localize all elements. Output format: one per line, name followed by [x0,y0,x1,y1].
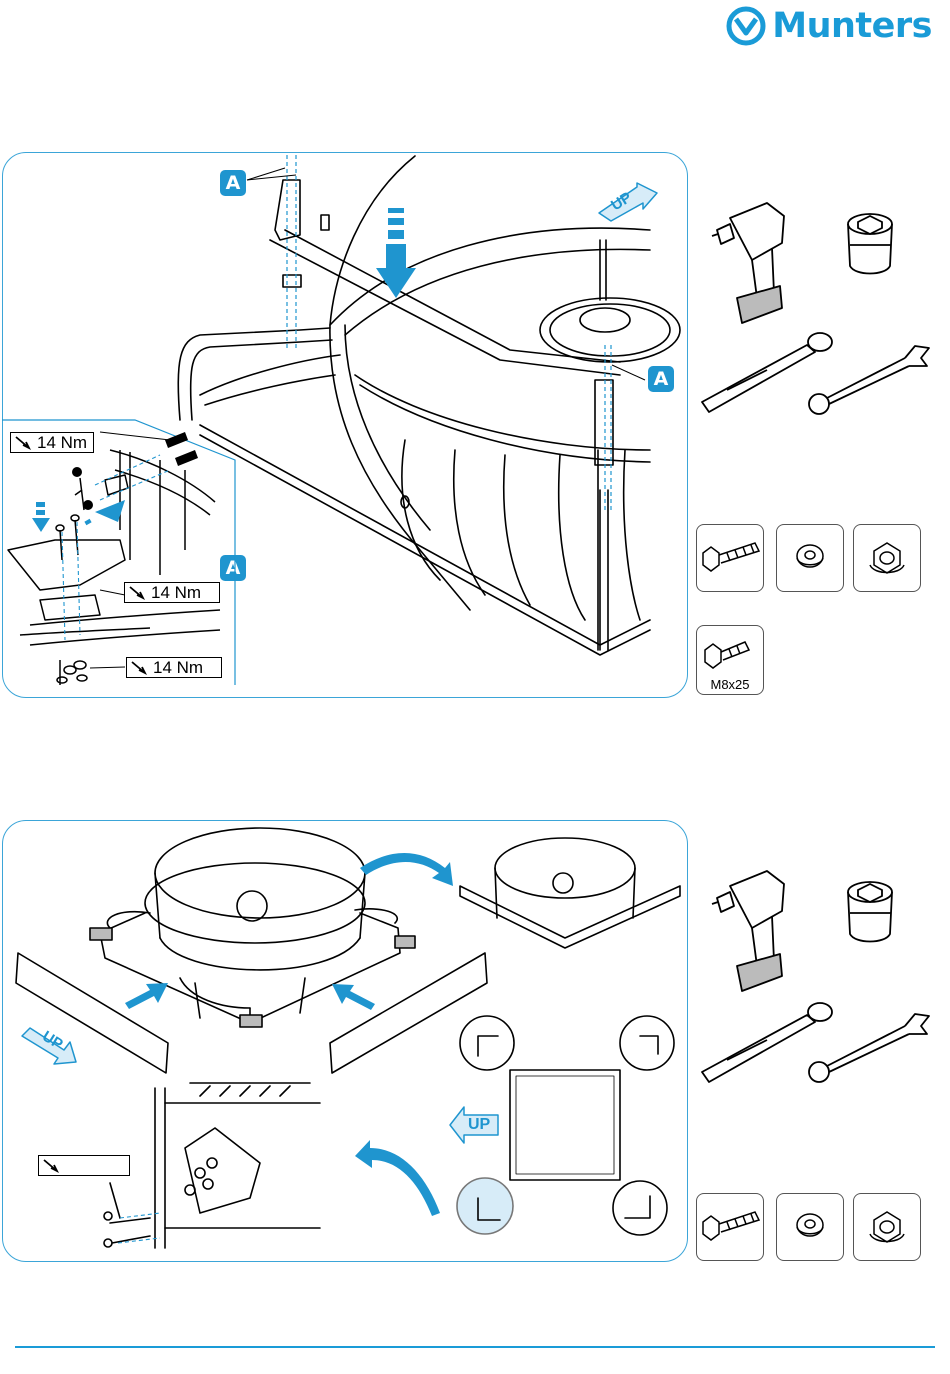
bolt-icon [697,1194,763,1260]
step2-up-label-center: UP [468,1116,490,1134]
bolt-icon [697,525,763,591]
step2-side-panel-drawing [0,818,690,1268]
bolt-size-label: M8x25 [697,677,763,692]
step1-hardware-bolt-m8x25: M8x25 [696,625,764,695]
step1-hardware-washer [776,524,844,592]
torque-label-2: 14 Nm [124,582,220,603]
torque-label-1: 14 Nm [10,432,94,453]
washer-icon [777,525,843,591]
step2-up-arrow-center: UP [448,1103,500,1152]
step2-hardware-washer [776,1193,844,1261]
step2-torque-label [38,1155,130,1176]
torque-wrench-symbol-icon [131,661,147,675]
torque-wrench-symbol-icon [43,1159,59,1173]
step2-drill-icon [712,866,792,996]
torque-label-3: 14 Nm [126,657,222,678]
step2-combination-wrench-icon [805,1008,935,1088]
callout-a-badge-hub: A [648,366,674,392]
step1-drill-icon [712,198,792,328]
step2-hardware-nut [853,1193,921,1261]
step2-up-arrow-left: UP [18,1022,80,1071]
brand-logo: Munters [726,6,932,46]
footer-divider [15,1346,935,1348]
nut-icon [854,1194,920,1260]
bolt-icon [697,626,763,678]
step2-socket-icon [840,878,900,948]
torque-value-1: 14 Nm [37,433,87,452]
torque-value-2: 14 Nm [151,583,201,602]
nut-icon [854,525,920,591]
torque-wrench-symbol-icon [15,436,31,450]
step1-hardware-nut [853,524,921,592]
step1-hardware-bolt [696,524,764,592]
step1-combination-wrench-icon [805,340,935,420]
torque-value-3: 14 Nm [153,658,203,677]
step2-hardware-bolt [696,1193,764,1261]
callout-a-badge-top: A [220,170,246,196]
torque-wrench-symbol-icon [129,586,145,600]
washer-icon [777,1194,843,1260]
step1-up-arrow: UP [597,183,659,228]
munters-logo-icon [726,6,766,46]
step1-socket-icon [840,210,900,280]
brand-name: Munters [772,6,932,46]
